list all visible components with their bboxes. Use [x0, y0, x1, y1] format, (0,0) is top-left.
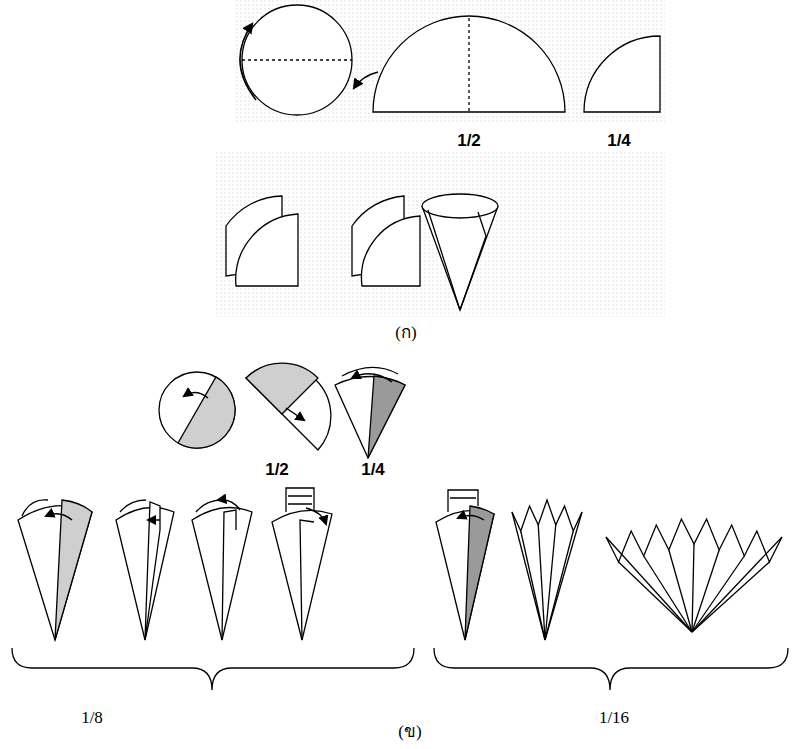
fraction-label: 1/16 — [599, 708, 629, 728]
part-label: (ก) — [395, 318, 416, 345]
fraction-label: 1/2 — [457, 131, 481, 151]
fraction-label: 1/4 — [361, 460, 385, 480]
fraction-label: 1/4 — [607, 131, 631, 151]
part-label: (ข) — [398, 717, 421, 744]
fraction-label: 1/2 — [265, 460, 289, 480]
fraction-label: 1/8 — [81, 708, 103, 728]
